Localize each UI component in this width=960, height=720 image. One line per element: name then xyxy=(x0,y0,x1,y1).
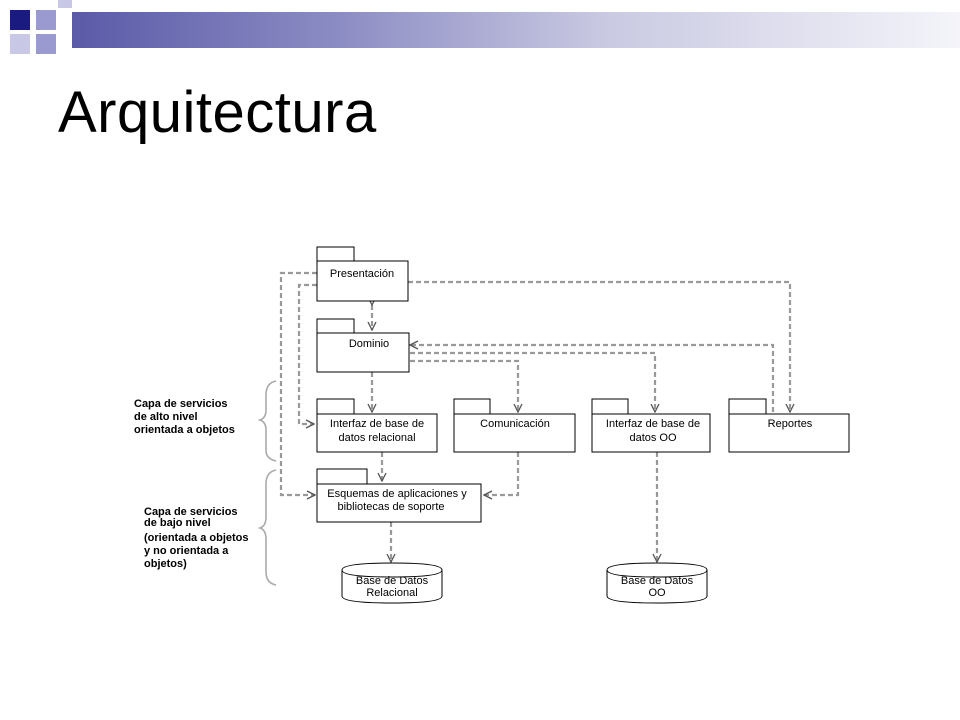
dependency-lines xyxy=(279,271,790,562)
package-comunicacion-label: Comunicación xyxy=(480,418,550,430)
layer-bajo-line-1: Capa de servicios xyxy=(144,506,238,518)
layer-label-bajo: Capa de servicios de bajo nivel (orienta… xyxy=(144,506,249,570)
layer-bajo-line-3: (orientada a objetos xyxy=(144,532,249,544)
package-interfaz-relacional-label-1: Interfaz de base de xyxy=(330,418,424,430)
decor-square-light xyxy=(10,34,30,54)
package-interfaz-oo: Interfaz de base de datos OO xyxy=(591,398,711,453)
database-relacional-label-1: Base de Datos xyxy=(356,575,429,587)
decor-square-light xyxy=(36,10,56,30)
package-esquemas: Esquemas de aplicaciones y bibliotecas d… xyxy=(316,468,482,523)
database-relacional-label-2: Relacional xyxy=(366,587,417,599)
dep-comunicacion-esquemas xyxy=(484,452,520,495)
decor-square-light xyxy=(58,0,72,8)
decor-square-dark xyxy=(10,10,30,30)
package-dominio: Dominio xyxy=(316,318,410,373)
dep-dominio-comunicacion xyxy=(410,359,518,412)
layer-alto-line-3: orientada a objetos xyxy=(134,424,235,436)
package-interfaz-oo-label-2: datos OO xyxy=(629,432,677,444)
package-dominio-label: Dominio xyxy=(349,338,389,350)
layer-bajo-line-5: objetos) xyxy=(144,558,187,570)
package-presentacion: Presentación xyxy=(316,246,409,302)
package-reportes: Reportes xyxy=(728,398,850,453)
package-reportes-label: Reportes xyxy=(768,418,813,430)
slide-title: Arquitectura xyxy=(58,80,377,145)
package-esquemas-label-2: bibliotecas de soporte xyxy=(337,501,444,513)
package-interfaz-relacional-label-2: datos relacional xyxy=(338,432,415,444)
package-presentacion-label: Presentación xyxy=(330,268,394,280)
package-esquemas-label-1: Esquemas de aplicaciones y xyxy=(327,488,467,500)
dep-presentacion-reportes xyxy=(408,280,790,412)
layer-label-alto: Capa de servicios de alto nivel orientad… xyxy=(134,398,235,436)
dep-dominio-interfaz-oo xyxy=(410,351,655,412)
brace-bajo-nivel xyxy=(257,469,277,586)
package-interfaz-relacional: Interfaz de base de datos relacional xyxy=(316,398,438,453)
layer-alto-line-2: de alto nivel xyxy=(134,411,198,423)
package-interfaz-oo-label-1: Interfaz de base de xyxy=(606,418,700,430)
header-gradient-bar xyxy=(72,12,960,48)
layer-bajo-line-4: y no orientada a xyxy=(144,545,229,557)
package-comunicacion: Comunicación xyxy=(453,398,576,453)
dep-dominio-interfaz-relacional xyxy=(297,283,317,424)
database-oo-label-1: Base de Datos xyxy=(621,575,694,587)
database-relacional: Base de Datos Relacional xyxy=(341,562,443,604)
layer-bajo-line-2: de bajo nivel xyxy=(144,517,211,529)
layer-alto-line-1: Capa de servicios xyxy=(134,398,228,410)
database-oo-label-2: OO xyxy=(648,587,666,599)
dep-presentacion-esquemas xyxy=(279,271,317,495)
header-decoration xyxy=(0,0,960,60)
dep-reportes-dominio xyxy=(410,345,775,412)
brace-alto-nivel xyxy=(257,380,277,462)
database-oo: Base de Datos OO xyxy=(606,562,708,604)
decor-square-light xyxy=(36,34,56,54)
